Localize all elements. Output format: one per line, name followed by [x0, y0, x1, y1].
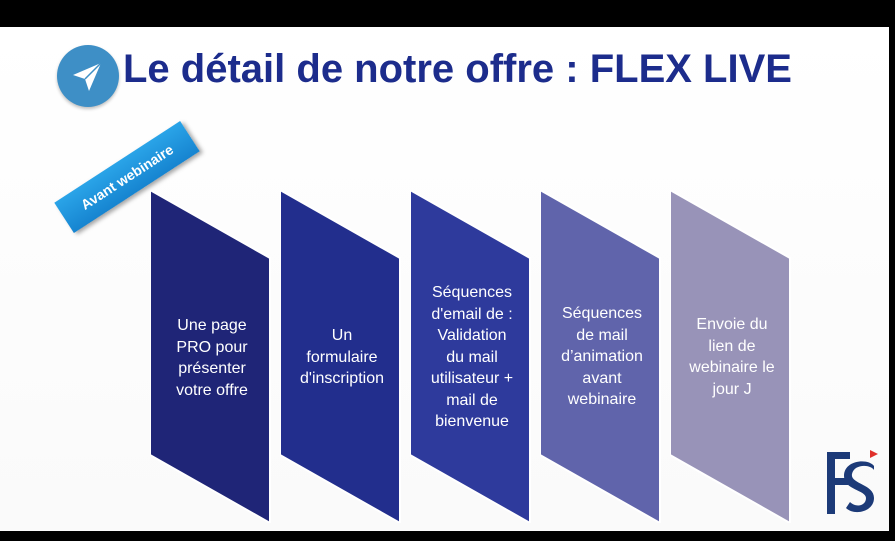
paper-plane-icon [57, 45, 119, 107]
step-3: Séquences d'email de : Validation du mai… [410, 190, 534, 523]
step-3-shape [410, 190, 531, 523]
step-3-label: Séquences d'email de : Validation du mai… [430, 284, 514, 430]
window-edge [889, 27, 895, 531]
step-1: Une page PRO pour présenter votre offre [150, 190, 274, 523]
fs-logo-icon [824, 448, 880, 518]
step-5-shape [670, 190, 791, 523]
slide-title: Le détail de notre offre : FLEX LIVE [123, 47, 792, 91]
step-5: Envoie du lien de webinaire le jour J [670, 190, 794, 523]
step-2-label: Un formulaire d'inscription [300, 327, 384, 387]
step-4-label: Séquences de mail d’animation avant webi… [561, 305, 643, 408]
step-4-shape [540, 190, 661, 523]
step-4: Séquences de mail d’animation avant webi… [540, 190, 664, 523]
process-steps: Une page PRO pour présenter votre offre … [0, 27, 889, 531]
window-bottom-edge [0, 531, 895, 541]
step-2-shape [280, 190, 401, 523]
step-1-shape [150, 190, 271, 523]
step-1-label: Une page PRO pour présenter votre offre [176, 317, 248, 399]
step-5-label: Envoie du lien de webinaire le jour J [689, 316, 775, 398]
step-2: Un formulaire d'inscription [280, 190, 404, 523]
slide: Le détail de notre offre : FLEX LIVE Une… [0, 27, 889, 531]
